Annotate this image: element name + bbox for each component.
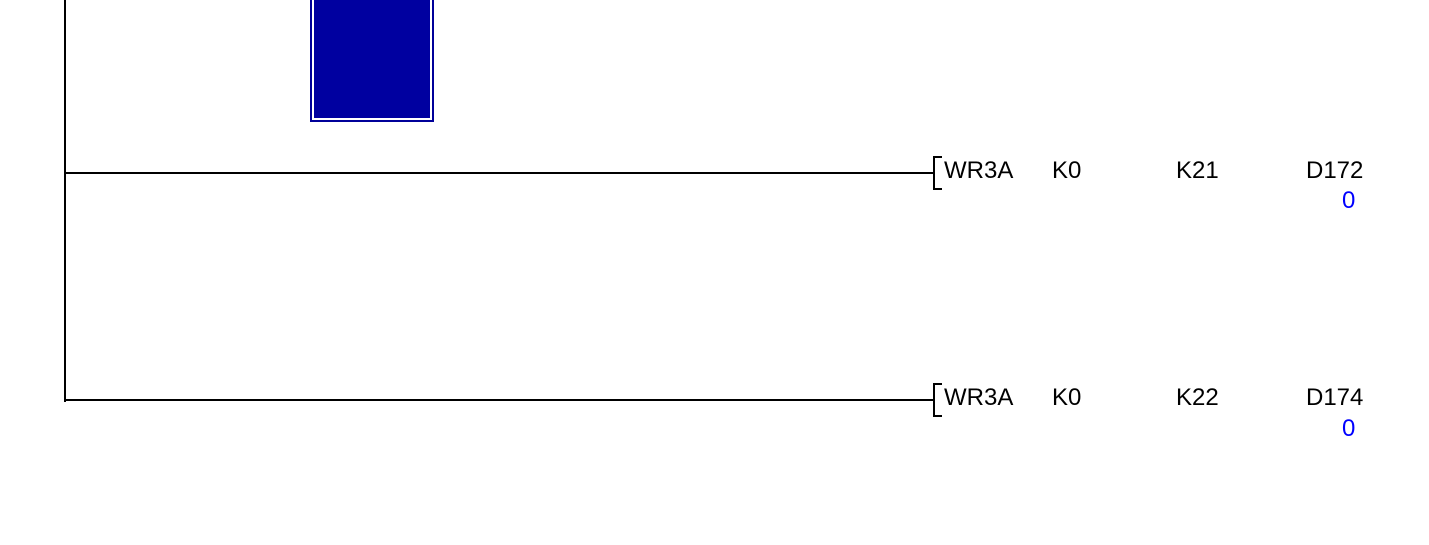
rung-1-monitor-value: 0 — [1342, 187, 1356, 214]
rung-2-monitor-value: 0 — [1342, 415, 1356, 442]
rung-1-wire — [64, 172, 933, 174]
rung-2-operand-2[interactable]: K22 — [1176, 384, 1219, 411]
rung-1-operand-2[interactable]: K21 — [1176, 157, 1219, 184]
rung-1-instruction-bracket-icon — [933, 156, 942, 190]
rung-2-instruction-mnemonic[interactable]: WR3A — [944, 384, 1014, 411]
rung-2-instruction-bracket-icon — [933, 383, 942, 417]
rung-1-instruction-mnemonic[interactable]: WR3A — [944, 157, 1014, 184]
rung-1-operand-1[interactable]: K0 — [1052, 157, 1082, 184]
left-power-rail — [64, 0, 66, 402]
selection-cursor[interactable] — [310, 0, 434, 122]
rung-2-operand-3[interactable]: D174 — [1306, 384, 1364, 411]
rung-2-operand-1[interactable]: K0 — [1052, 384, 1082, 411]
rung-1-operand-3[interactable]: D172 — [1306, 157, 1364, 184]
rung-2-wire — [64, 399, 933, 401]
